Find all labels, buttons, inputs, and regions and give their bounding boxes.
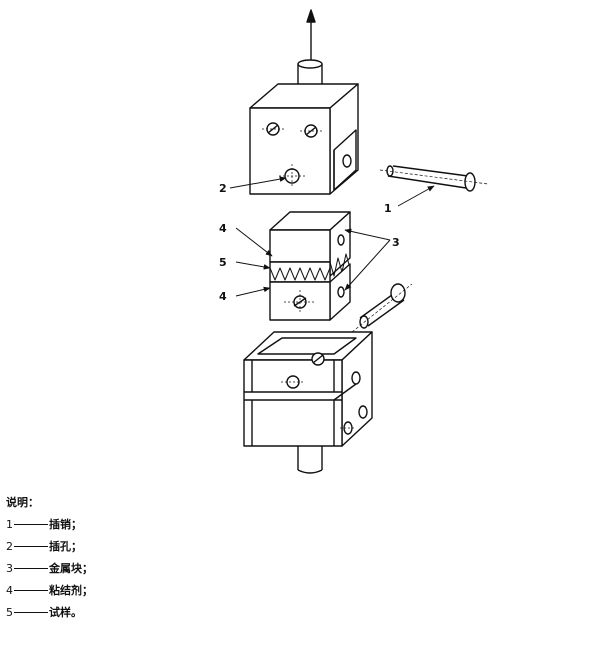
legend-dash xyxy=(14,567,48,569)
callout-5: 5 xyxy=(219,256,227,269)
callout-2: 2 xyxy=(219,182,227,195)
legend-item-text: 试样。 xyxy=(49,606,82,619)
legend-item-number: 1 xyxy=(6,518,13,531)
legend-dash xyxy=(14,611,48,613)
load-direction-arrow xyxy=(306,9,316,62)
callout-4-lower: 4 xyxy=(219,290,227,303)
metal-block-lower xyxy=(269,263,351,321)
legend: 说明： 1 插销； 2 插孔； 3 金属块； 4 粘结剂； 5 试样。 xyxy=(6,492,306,624)
legend-dash xyxy=(14,545,48,547)
legend-dash xyxy=(14,589,48,591)
lower-front-hole xyxy=(281,375,305,389)
legend-title: 说明： xyxy=(6,496,39,509)
legend-item-text: 插销； xyxy=(49,518,82,531)
legend-item: 3 金属块； xyxy=(6,558,306,580)
socket-hole xyxy=(279,164,305,188)
legend-item: 5 试样。 xyxy=(6,602,306,624)
exploded-assembly-diagram: 1 2 3 4 5 4 xyxy=(219,9,489,474)
upper-hole-right xyxy=(300,124,322,138)
upper-hole-left xyxy=(262,122,284,136)
lower-side-hole-2 xyxy=(340,421,356,435)
legend-item-text: 金属块； xyxy=(49,562,93,575)
legend-item-number: 4 xyxy=(6,584,13,597)
pin-1 xyxy=(379,165,489,192)
pin-2 xyxy=(351,283,413,333)
legend-dash xyxy=(14,523,48,525)
callout-1: 1 xyxy=(384,202,392,215)
legend-item-number: 5 xyxy=(6,606,13,619)
lower-side-hole-1 xyxy=(351,371,361,385)
lower-top-hole xyxy=(311,352,325,366)
legend-item-number: 3 xyxy=(6,562,13,575)
legend-item-text: 插孔； xyxy=(49,540,82,553)
upper-side-hole xyxy=(342,154,352,168)
legend-item-text: 粘结剂； xyxy=(49,584,93,597)
upper-fixture xyxy=(249,83,359,195)
legend-item: 2 插孔； xyxy=(6,536,306,558)
leader-lines xyxy=(229,176,435,297)
lower-fixture xyxy=(243,331,373,447)
legend-item: 1 插销； xyxy=(6,514,306,536)
legend-item-number: 2 xyxy=(6,540,13,553)
callout-4-upper: 4 xyxy=(219,222,227,235)
legend-item: 4 粘结剂； xyxy=(6,580,306,602)
lower-side-hole-3 xyxy=(358,405,368,419)
callout-3: 3 xyxy=(392,236,400,249)
lower-rod xyxy=(297,446,323,474)
